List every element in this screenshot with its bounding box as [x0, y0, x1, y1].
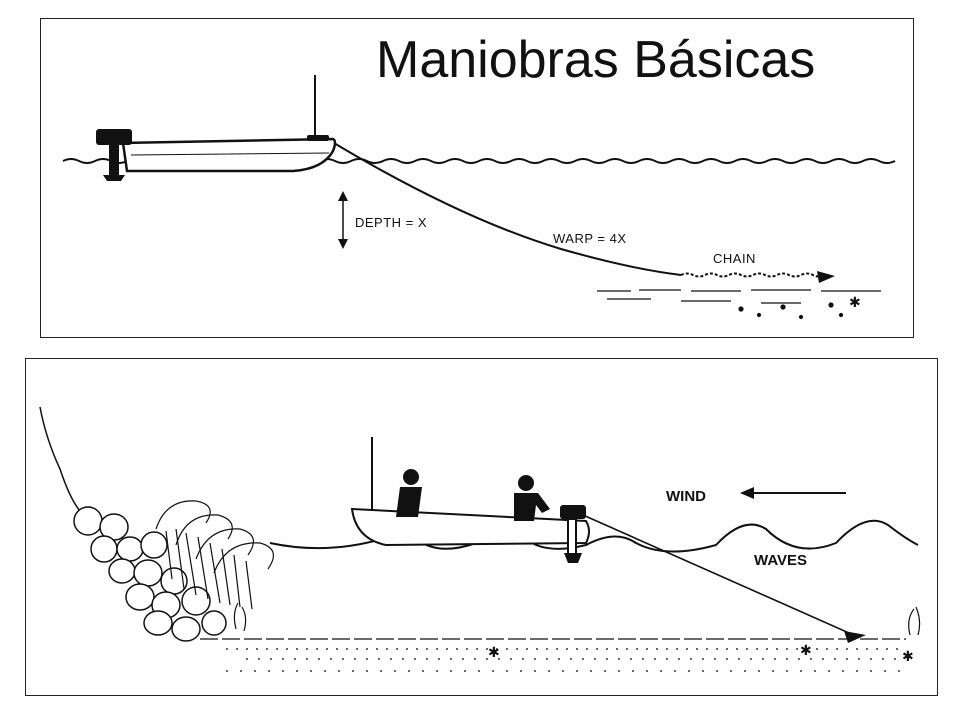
anchor-line	[573, 510, 859, 638]
wind-arrow	[740, 487, 846, 499]
starfish-icon: ✱	[849, 294, 861, 310]
starfish-icon: ✱	[902, 648, 914, 664]
depth-arrow	[338, 191, 348, 249]
outboard-motor-icon	[96, 129, 132, 181]
breaking-waves	[155, 500, 275, 610]
person-bow	[396, 469, 422, 517]
page-title: Maniobras Básicas	[376, 31, 816, 89]
person-stern	[514, 475, 550, 521]
seabed	[200, 638, 906, 672]
starfish-icon: ✱	[488, 644, 500, 660]
anchoring-wind-drawing: ✱ ✱ ✱ WIND WAVES	[39, 406, 921, 672]
boat-hull	[121, 137, 337, 173]
rocks	[73, 506, 227, 642]
waves-label: WAVES	[754, 552, 807, 569]
boat-hull	[350, 507, 590, 547]
chain-label: CHAIN	[713, 251, 756, 266]
outboard-motor-icon	[560, 505, 586, 563]
anchoring-wind-diagram: ✱ ✱ ✱ WIND WAVES	[25, 358, 938, 696]
anchor-chain	[680, 272, 824, 278]
anchoring-depth-diagram: ✱ DEPTH = X WARP = 4X CHAIN	[40, 18, 914, 338]
anchor-icon	[844, 631, 866, 643]
anchor-warp-line	[333, 142, 682, 276]
seabed	[597, 289, 881, 320]
depth-label: DEPTH = X	[355, 215, 427, 230]
anchoring-depth-drawing: ✱ DEPTH = X WARP = 4X CHAIN	[62, 75, 896, 320]
cliff	[39, 406, 81, 512]
starfish-icon: ✱	[800, 642, 812, 658]
bow-cleat-icon	[307, 135, 329, 141]
anchor-icon	[817, 271, 835, 283]
wind-label: WIND	[666, 488, 706, 505]
warp-label: WARP = 4X	[553, 231, 627, 246]
seaweed	[233, 602, 921, 636]
